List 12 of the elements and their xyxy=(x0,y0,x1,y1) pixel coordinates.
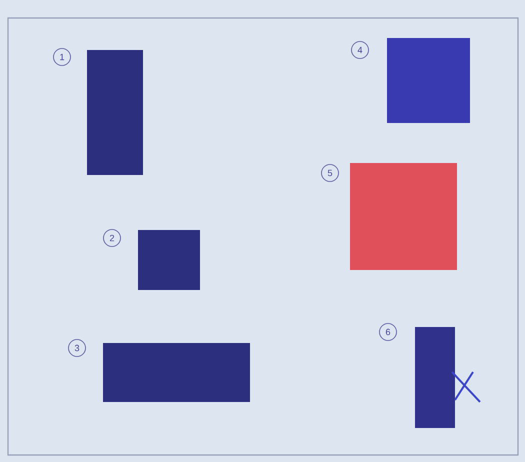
callout-number: 2 xyxy=(103,229,121,247)
rectangle-block xyxy=(87,50,143,175)
rectangle-block xyxy=(415,326,455,428)
callout-number: 4 xyxy=(351,41,369,59)
callout-number: 3 xyxy=(68,339,86,357)
callout-number: 1 xyxy=(53,48,71,66)
rectangle-block xyxy=(138,230,200,290)
rectangle-block xyxy=(387,38,470,123)
rectangle-block xyxy=(350,163,457,270)
callout-number: 6 xyxy=(379,323,397,341)
callout-number: 5 xyxy=(321,164,339,182)
rectangle-block xyxy=(103,343,250,402)
